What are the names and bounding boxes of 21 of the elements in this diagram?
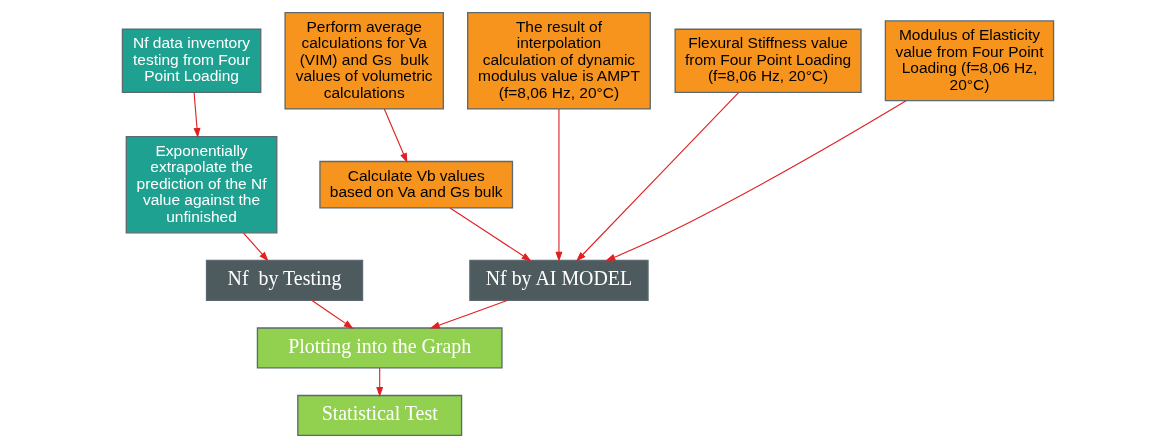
arrow bbox=[605, 100, 907, 261]
node-box: Modulus of Elasticity value from Four Point Loading (f=8,06 Hz, 20°C) bbox=[884, 20, 1055, 102]
node-box: Exponentially extrapolate the prediction of the Nf value against the unfinished bbox=[125, 135, 278, 234]
node-box: Nf by AI MODEL bbox=[469, 259, 649, 301]
arrow bbox=[555, 108, 563, 262]
node-box: Calculate Vb values based on Va and Gs bulk bbox=[319, 160, 514, 209]
node-box: The result of interpolation calculation of dynamic modulus value is AMPT (f=8,06 Hz, 20°C) bbox=[467, 12, 651, 110]
node-box: Nf by Testing bbox=[205, 259, 364, 301]
arrow bbox=[576, 92, 740, 262]
arrow bbox=[311, 299, 354, 329]
node-box: Perform average calculations for Va (VIM) and Gs bulk values of volumetric calculations bbox=[284, 12, 444, 110]
arrow bbox=[449, 207, 532, 262]
arrow bbox=[242, 232, 269, 262]
arrow bbox=[193, 92, 201, 138]
node-box: Plotting into the Graph bbox=[256, 327, 503, 369]
node-box: Nf data inventory testing from Four Point Loading bbox=[121, 28, 262, 93]
node-box: Statistical Test bbox=[297, 394, 463, 436]
node-box: Flexural Stiffness value from Four Point Loading (f=8,06 Hz, 20°C) bbox=[674, 28, 862, 93]
arrow bbox=[383, 108, 408, 163]
arrow bbox=[376, 367, 384, 397]
arrow bbox=[429, 299, 508, 329]
